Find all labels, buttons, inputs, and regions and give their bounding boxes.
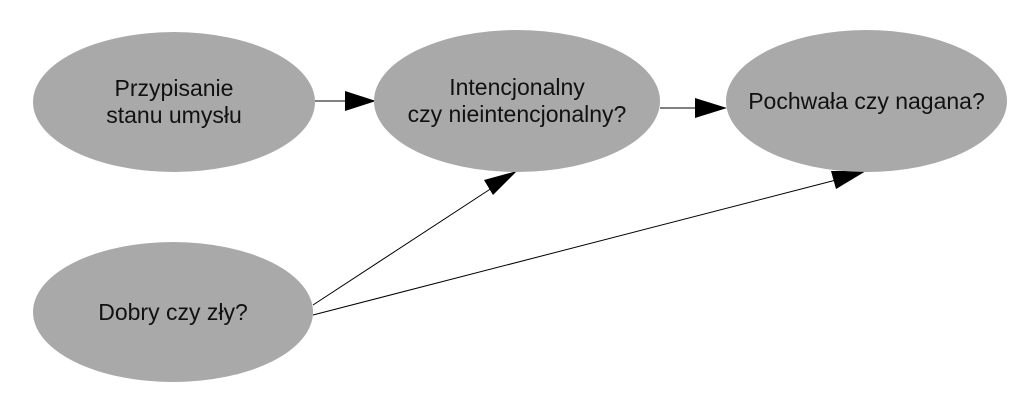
arrowhead-dobry-to-pochwala xyxy=(831,171,866,189)
node-label: Dobry czy zły? xyxy=(98,298,248,325)
arrowhead-intencjonalny-to-pochwala xyxy=(695,98,727,118)
edge-dobry-to-intencjonalny xyxy=(312,183,499,306)
node-label: Intencjonalny czy nieintencjonalny? xyxy=(407,74,627,127)
node-intencjonalny: Intencjonalny czy nieintencjonalny? xyxy=(374,30,660,172)
edge-dobry-to-pochwala xyxy=(312,178,841,316)
node-przypisanie-stanu-umyslu: Przypisanie stanu umysłu xyxy=(33,32,315,172)
arrowhead-dobry-to-intencjonalny xyxy=(484,171,517,195)
node-pochwala-czy-nagana: Pochwała czy nagana? xyxy=(726,30,1007,172)
arrowhead-przypisanie-to-intencjonalny xyxy=(345,91,376,111)
node-label: Przypisanie stanu umysłu xyxy=(106,75,242,128)
node-dobry-czy-zly: Dobry czy zły? xyxy=(33,242,313,382)
node-label: Pochwała czy nagana? xyxy=(748,87,985,114)
